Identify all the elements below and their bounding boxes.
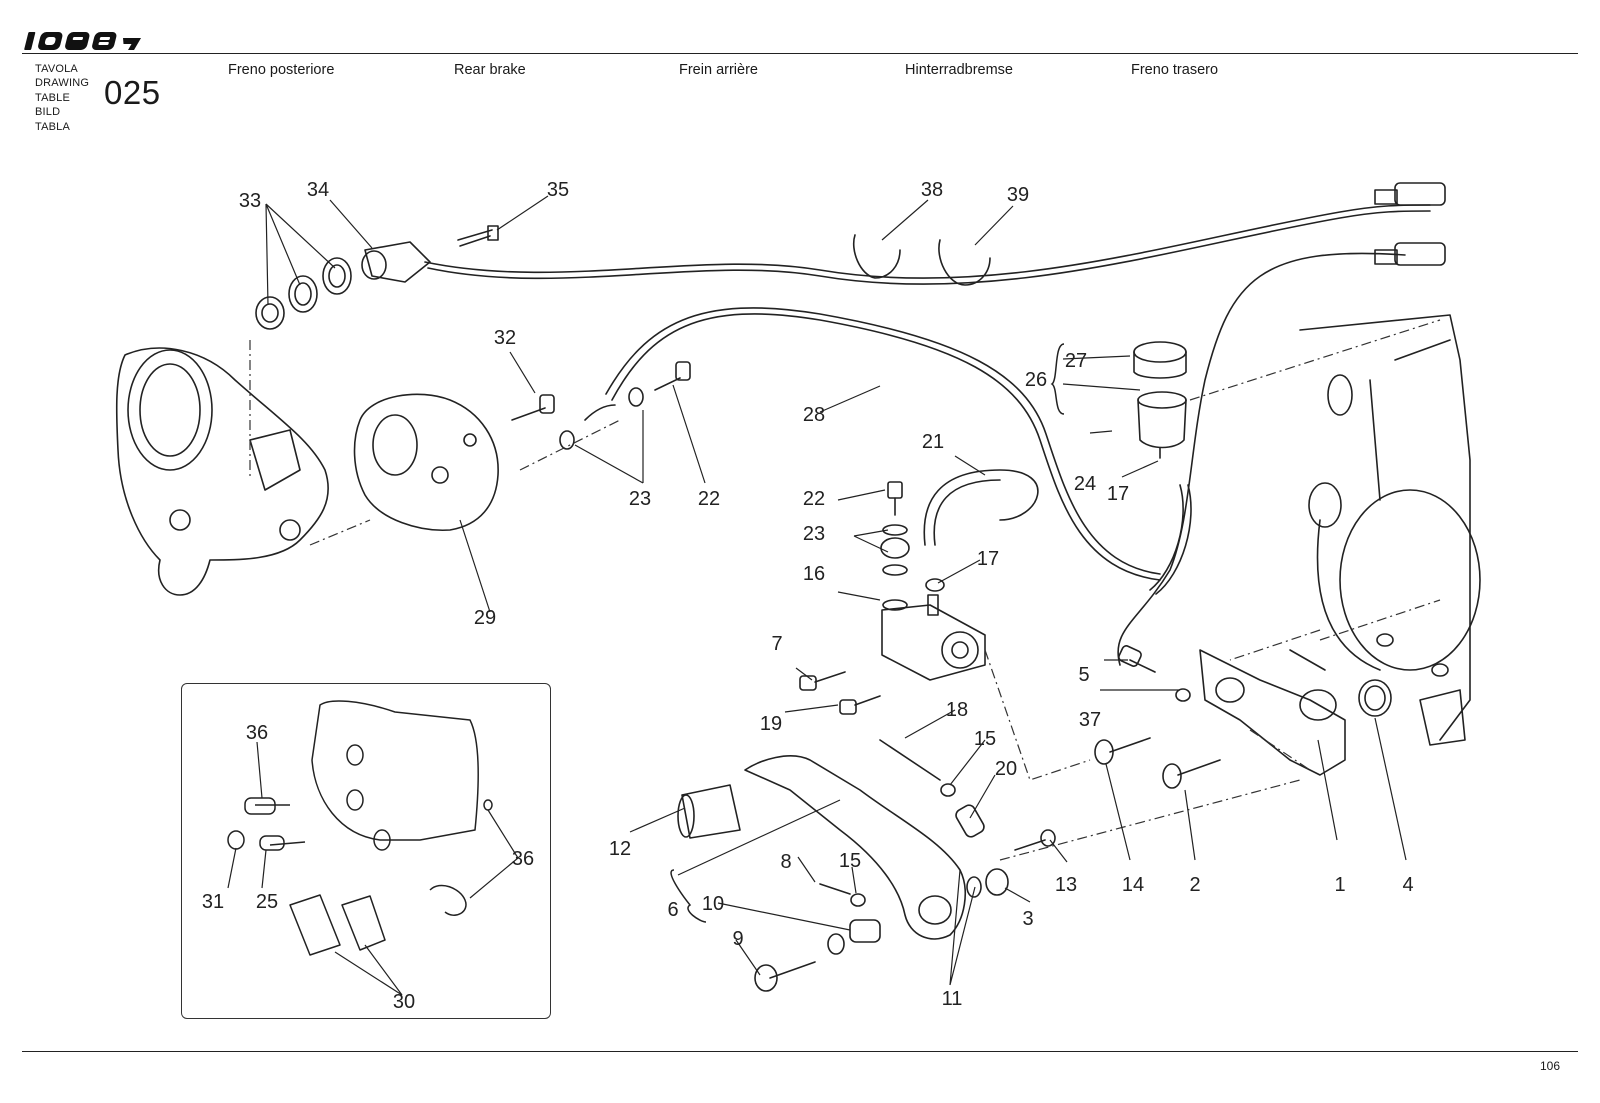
speed-sensor: [364, 241, 431, 283]
callout-8: 8: [780, 851, 791, 873]
callout-26: 26: [1025, 369, 1047, 391]
frame-outline: [1299, 314, 1471, 741]
sealing-ring: [288, 275, 318, 313]
callout-23a: 23: [629, 488, 651, 510]
caliper-bracket: [115, 347, 329, 596]
callout-23b: 23: [803, 523, 825, 545]
brake-pad: [341, 895, 386, 951]
page-number: 106: [1539, 1059, 1560, 1073]
callout-13: 13: [1055, 874, 1077, 896]
callout-35: 35: [547, 179, 569, 201]
callout-5: 5: [1078, 664, 1089, 686]
callout-18: 18: [946, 699, 968, 721]
label-drawing: DRAWING: [35, 77, 90, 90]
callout-10: 10: [702, 893, 724, 915]
callout-34: 34: [307, 179, 329, 201]
brake-pad: [289, 894, 341, 956]
brake-hose-upper: [424, 204, 1431, 279]
sealing-ring: [255, 296, 285, 330]
reservoir-cap: [1133, 341, 1187, 363]
callout-30: 30: [393, 991, 415, 1013]
label-tabla: TABLA: [35, 120, 71, 133]
callout-21: 21: [922, 431, 944, 453]
sealing-ring: [322, 257, 352, 295]
callout-4: 4: [1402, 874, 1413, 896]
fluid-reservoir: [1137, 391, 1187, 409]
title-english: Rear brake: [454, 62, 526, 78]
table-number: 025: [104, 74, 161, 111]
brand-logo: [24, 32, 142, 50]
callout-11: 11: [942, 988, 963, 1010]
label-bild: BILD: [35, 106, 61, 119]
label-tavola: TAVOLA: [35, 63, 78, 75]
callout-16: 16: [803, 563, 825, 585]
callout-22b: 22: [803, 488, 825, 510]
title-german: Hinterradbremse: [905, 62, 1013, 78]
label-table: TABLE: [35, 91, 71, 104]
callout-15a: 15: [839, 850, 861, 872]
callout-33: 33: [239, 190, 261, 212]
callout-12: 12: [609, 838, 631, 860]
callout-7: 7: [771, 633, 782, 655]
master-cylinder: [881, 604, 986, 681]
footer-rule: [22, 1051, 1578, 1052]
title-spanish: Freno trasero: [1131, 62, 1219, 78]
callout-20: 20: [995, 758, 1017, 780]
callout-14: 14: [1122, 874, 1144, 896]
brake-hose-long: [1117, 252, 1406, 666]
hose-connector-top: [1394, 182, 1446, 206]
callout-32: 32: [494, 327, 516, 349]
callout-38: 38: [921, 179, 943, 201]
hose-clip: [853, 234, 901, 279]
callout-2: 2: [1189, 874, 1200, 896]
caliper-detail-inset: [181, 683, 551, 1019]
callout-36b: 36: [512, 848, 534, 870]
return-spring: [1358, 679, 1392, 717]
reservoir-hose: [923, 469, 1039, 546]
callout-29: 29: [474, 607, 496, 629]
title-italian: Freno posteriore: [228, 62, 335, 78]
callout-31: 31: [202, 891, 224, 913]
callout-37: 37: [1079, 709, 1101, 731]
callout-27: 27: [1065, 350, 1087, 372]
callout-36a: 36: [246, 722, 268, 744]
callout-28: 28: [803, 404, 825, 426]
drawing-label-stack: TAVOLA DRAWING TABLE BILD TABLA: [35, 62, 89, 134]
pedal-pivot-plate: [1199, 649, 1346, 776]
callout-17a: 17: [1107, 483, 1129, 505]
rear-caliper: [353, 393, 499, 531]
callout-1: 1: [1334, 874, 1345, 896]
callout-6: 6: [667, 899, 678, 921]
header-rule: [22, 53, 1578, 54]
pedal-rubber: [681, 784, 741, 839]
callout-22a: 22: [698, 488, 720, 510]
title-french: Frein arrière: [679, 62, 758, 78]
callout-39: 39: [1007, 184, 1029, 206]
callout-24: 24: [1074, 473, 1096, 495]
callout-3: 3: [1022, 908, 1033, 930]
callout-labels: 1 2 3 4 5 6 7 8 9 10 11 12 13 14 15 15 1…: [202, 179, 1414, 1013]
inset-caliper: [311, 700, 479, 841]
hose-connector-bottom: [1394, 242, 1446, 266]
brake-pedal: [744, 755, 966, 940]
callout-19: 19: [760, 713, 782, 735]
callout-15b: 15: [974, 728, 996, 750]
callout-9: 9: [732, 928, 743, 950]
callout-25: 25: [256, 891, 278, 913]
callout-17b: 17: [977, 548, 999, 570]
